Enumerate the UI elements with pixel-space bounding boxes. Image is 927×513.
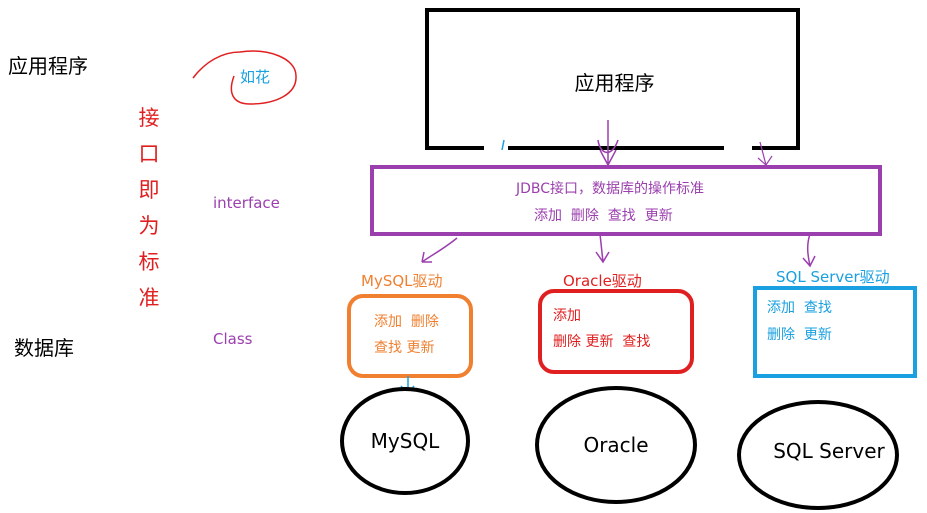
sqlserver-driver-box [753, 286, 917, 378]
ruhua-text: 如花 [240, 68, 271, 86]
arrow-jdbc-to-mysql [421, 237, 458, 263]
mysql-db-label: MySQL [370, 429, 440, 453]
class-label: Class [213, 330, 253, 348]
mysql-driver-box [347, 294, 473, 378]
mysql-db-ellipse [340, 387, 470, 495]
app-box [425, 8, 800, 150]
vertical-standard-text: 接 口 即 为 标 准 [137, 100, 161, 316]
jdbc-line1: JDBC接口，数据库的操作标准 [516, 181, 705, 197]
arrow-jdbc-to-sqlserver [802, 233, 816, 268]
sqlserver-db-ellipse [737, 400, 899, 510]
vertical-char: 为 [138, 214, 160, 238]
jdbc-line2: 添加 删除 查找 更新 [534, 208, 673, 224]
left-db-label: 数据库 [14, 336, 74, 360]
oracle-driver-line2: 删除 更新 查找 [553, 334, 651, 350]
left-app-label: 应用程序 [8, 54, 88, 78]
ruhua-scribble [192, 50, 297, 105]
vertical-char: 接 [138, 106, 160, 130]
app-box-label: 应用程序 [574, 71, 655, 95]
vertical-char: 即 [138, 178, 160, 202]
vertical-char: 口 [138, 142, 160, 166]
mysql-driver-line2: 查找 更新 [374, 340, 435, 356]
sqlserver-driver-name: SQL Server驱动 [776, 268, 890, 286]
sqlserver-driver-line1: 添加 查找 [767, 300, 832, 316]
sqlserver-driver-line2: 删除 更新 [767, 327, 832, 343]
oracle-db-label: Oracle [583, 433, 649, 457]
oracle-driver-line1: 添加 [553, 308, 581, 324]
interface-label: interface [213, 194, 280, 212]
arrow-jdbc-to-oracle [595, 233, 610, 264]
oracle-driver-box [538, 289, 694, 374]
oracle-db-ellipse [535, 386, 697, 504]
jdbc-box [370, 165, 882, 236]
vertical-char: 标 [138, 250, 160, 274]
sqlserver-db-label: SQL Server [773, 439, 885, 463]
mysql-driver-line1: 添加 删除 [374, 314, 439, 330]
oracle-driver-name: Oracle驱动 [563, 272, 642, 290]
mysql-driver-name: MySQL驱动 [361, 272, 443, 290]
vertical-char: 准 [138, 286, 160, 310]
